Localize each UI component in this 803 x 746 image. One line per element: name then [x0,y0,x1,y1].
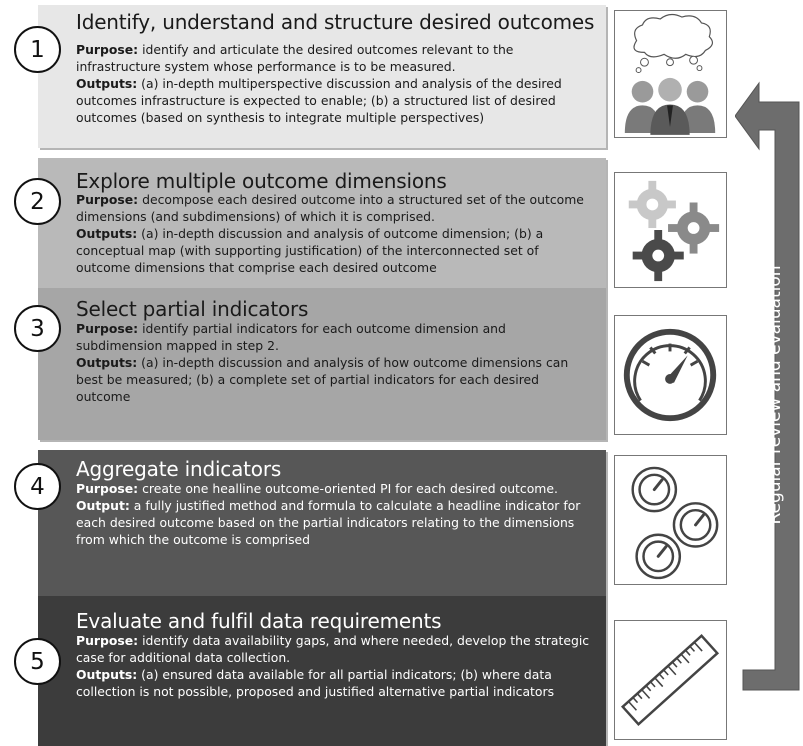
people-thinking-icon [614,10,727,138]
step-title: Explore multiple outcome dimensions [76,169,447,193]
gears-icon [614,172,727,288]
gauge-icon [614,315,727,435]
step-title: Evaluate and fulfil data requirements [76,609,442,633]
step-number-3: 3 [14,305,61,352]
step-body: Purpose: identify data availability gaps… [76,632,591,700]
purpose-label: Purpose: [76,321,139,336]
step-number-2: 2 [14,178,61,225]
step-1-box: Identify, understand and structure desir… [38,5,606,148]
purpose-text: identify and articulate the desired outc… [76,42,514,74]
step-2-box: Explore multiple outcome dimensions Purp… [38,158,606,289]
feedback-loop-arrow [735,81,800,691]
multiple-gauges-icon [614,455,727,585]
step-number-1: 1 [14,26,61,73]
outputs-label: Outputs: [76,355,138,370]
outputs-text: (a) ensured data available for all parti… [76,667,555,699]
purpose-text: identify partial indicators for each out… [76,321,506,353]
step-number-5: 5 [14,638,61,685]
step-body: Purpose: identify partial indicators for… [76,320,591,405]
purpose-label: Purpose: [76,633,139,648]
step-body: Purpose: create one healline outcome-ori… [76,480,591,548]
ruler-icon [614,620,727,740]
outputs-text: (a) in-depth discussion and analysis of … [76,355,569,404]
purpose-text: create one healline outcome-oriented PI … [138,481,558,496]
purpose-label: Purpose: [76,42,139,57]
outputs-label: Outputs: [76,667,138,682]
side-label-text: Regular review and evaluation [765,265,785,525]
purpose-text: decompose each desired outcome into a st… [76,192,584,224]
step-body: Purpose: identify and articulate the des… [76,41,591,126]
step-5-box: Evaluate and fulfil data requirements Pu… [38,596,606,746]
step-title: Identify, understand and structure desir… [76,10,595,34]
purpose-text: identify data availability gaps, and whe… [76,633,590,665]
outputs-label: Output: [76,498,130,513]
outputs-label: Outputs: [76,76,138,91]
side-label: Regular review and evaluation [762,210,788,580]
step-4-box: Aggregate indicators Purpose: create one… [38,450,606,596]
outputs-text: (a) in-depth discussion and analysis of … [76,226,544,275]
step-title: Select partial indicators [76,297,309,321]
step-3-box: Select partial indicators Purpose: ident… [38,288,606,440]
purpose-label: Purpose: [76,192,139,207]
step-number-4: 4 [14,463,61,510]
outputs-text: (a) in-depth multiperspective discussion… [76,76,562,125]
outputs-label: Outputs: [76,226,138,241]
step-title: Aggregate indicators [76,457,282,481]
outputs-text: a fully justified method and formula to … [76,498,581,547]
purpose-label: Purpose: [76,481,139,496]
step-body: Purpose: decompose each desired outcome … [76,191,591,276]
